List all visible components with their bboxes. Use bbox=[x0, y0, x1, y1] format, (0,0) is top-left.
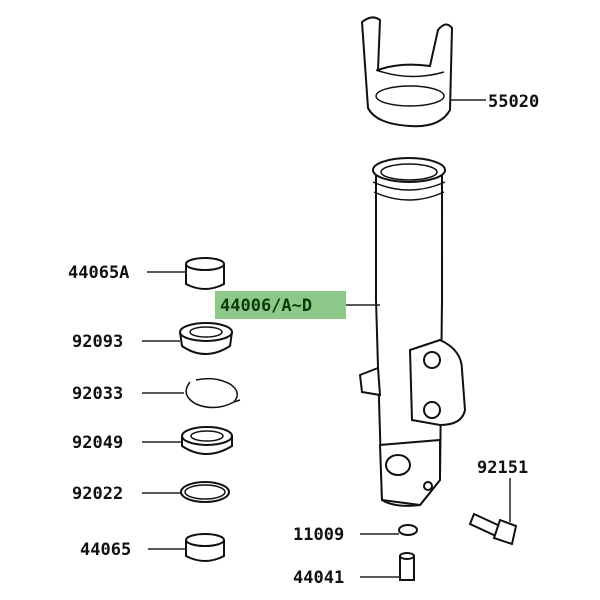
label-44041[interactable]: 44041 bbox=[293, 568, 344, 588]
bushing-upper-part[interactable] bbox=[185, 257, 225, 290]
washer-part[interactable] bbox=[180, 481, 230, 503]
bushing-lower-part[interactable] bbox=[185, 533, 225, 562]
label-92151[interactable]: 92151 bbox=[477, 458, 528, 478]
highlight-box bbox=[215, 291, 346, 319]
label-92049[interactable]: 92049 bbox=[72, 433, 123, 453]
gasket-part[interactable] bbox=[398, 524, 418, 536]
dust-seal-part[interactable] bbox=[181, 426, 233, 455]
outer-tube-part[interactable] bbox=[358, 157, 467, 507]
label-11009[interactable]: 11009 bbox=[293, 525, 344, 545]
label-44065[interactable]: 44065 bbox=[80, 540, 131, 560]
label-92022[interactable]: 92022 bbox=[72, 484, 123, 504]
circlip-part[interactable] bbox=[185, 377, 241, 409]
oil-seal-part[interactable] bbox=[179, 322, 233, 355]
drain-screw-part[interactable] bbox=[399, 552, 415, 581]
label-44006[interactable]: 44006/A~D bbox=[220, 296, 312, 316]
label-44065a[interactable]: 44065A bbox=[68, 263, 129, 283]
label-92093[interactable]: 92093 bbox=[72, 332, 123, 352]
label-55020[interactable]: 55020 bbox=[488, 92, 539, 112]
bolt-part[interactable] bbox=[468, 512, 518, 546]
label-92033[interactable]: 92033 bbox=[72, 384, 123, 404]
fork-guard-part[interactable] bbox=[360, 16, 454, 128]
